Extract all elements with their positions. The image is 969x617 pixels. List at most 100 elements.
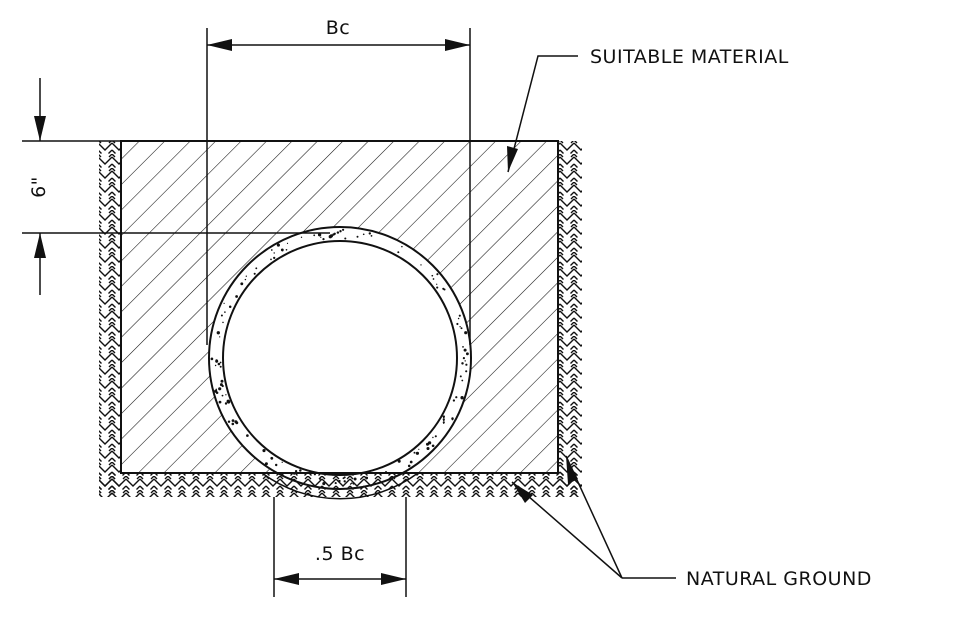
speckle-dot bbox=[234, 420, 238, 424]
speckle-dot bbox=[293, 473, 295, 476]
speckle-dot bbox=[349, 483, 352, 485]
speckle-dot bbox=[222, 321, 224, 324]
cover-dimension: 6" bbox=[22, 78, 330, 295]
speckle-dot bbox=[353, 477, 357, 481]
speckle-dot bbox=[397, 251, 400, 254]
speckle-dot bbox=[320, 236, 322, 238]
half-bc-label: .5 Bc bbox=[315, 543, 365, 565]
speckle-dot bbox=[359, 478, 362, 480]
speckle-dot bbox=[426, 446, 430, 451]
speckle-dot bbox=[413, 451, 416, 454]
speckle-dot bbox=[415, 451, 420, 455]
speckle-dot bbox=[227, 420, 231, 423]
speckle-dot bbox=[338, 479, 341, 483]
speckle-dot bbox=[401, 245, 403, 248]
speckle-dot bbox=[245, 275, 247, 277]
natural-ground-callout: NATURAL GROUND bbox=[511, 455, 871, 590]
speckle-dot bbox=[384, 471, 388, 474]
speckle-dot bbox=[465, 352, 469, 356]
half-bc-dimension: .5 Bc bbox=[273, 497, 407, 597]
speckle-dot bbox=[460, 327, 463, 330]
speckle-dot bbox=[231, 419, 235, 422]
speckle-dot bbox=[313, 234, 316, 237]
speckle-dot bbox=[342, 228, 345, 231]
speckle-dot bbox=[434, 435, 437, 438]
speckle-dot bbox=[228, 305, 232, 309]
speckle-dot bbox=[432, 436, 434, 439]
speckle-dot bbox=[299, 469, 302, 472]
cover-depth-label: 6" bbox=[28, 176, 50, 198]
speckle-dot bbox=[459, 375, 462, 378]
speckle-dot bbox=[459, 326, 461, 328]
speckle-dot bbox=[333, 232, 336, 235]
speckle-dot bbox=[264, 462, 268, 466]
speckle-dot bbox=[215, 388, 218, 391]
speckle-dot bbox=[457, 317, 460, 320]
speckle-dot bbox=[351, 482, 353, 484]
bedding-arc bbox=[261, 472, 419, 500]
speckle-dot bbox=[420, 264, 422, 266]
speckle-dot bbox=[356, 235, 359, 238]
speckle-dot bbox=[464, 331, 468, 335]
speckle-dot bbox=[221, 394, 224, 397]
speckle-dot bbox=[217, 362, 221, 366]
speckle-dot bbox=[231, 422, 235, 426]
speckle-dot bbox=[334, 482, 337, 485]
trench-outline bbox=[120, 140, 559, 474]
speckle-dot bbox=[226, 400, 231, 404]
speckle-dot bbox=[294, 470, 298, 473]
speckle-dot bbox=[235, 295, 238, 298]
speckle-dot bbox=[274, 463, 278, 467]
speckle-dot bbox=[368, 232, 371, 235]
speckle-dot bbox=[276, 243, 280, 247]
speckle-dot bbox=[342, 477, 345, 480]
speckle-dot bbox=[218, 387, 222, 391]
speckle-dot bbox=[344, 237, 347, 240]
speckle-dot bbox=[218, 400, 222, 404]
speckle-dot bbox=[246, 434, 249, 437]
speckle-dot bbox=[270, 258, 272, 261]
speckle-dot bbox=[451, 418, 454, 421]
speckle-dot bbox=[244, 278, 247, 281]
speckle-dot bbox=[300, 236, 303, 238]
bc-label: Bc bbox=[326, 17, 350, 39]
speckle-dot bbox=[280, 248, 284, 252]
speckle-dot bbox=[219, 336, 221, 338]
pipe bbox=[208, 226, 472, 490]
speckle-dot bbox=[397, 459, 401, 463]
speckle-dot bbox=[425, 442, 430, 446]
speckle-dot bbox=[319, 477, 321, 480]
speckle-dot bbox=[461, 379, 464, 382]
speckle-dot bbox=[436, 273, 439, 276]
speckle-dot bbox=[285, 248, 288, 251]
speckle-dot bbox=[464, 349, 467, 352]
speckle-dot bbox=[270, 456, 274, 460]
speckle-dot bbox=[223, 302, 225, 305]
speckle-dot bbox=[322, 238, 325, 241]
backfill-hatching bbox=[121, 141, 558, 473]
speckle-dot bbox=[225, 394, 227, 396]
speckle-dot bbox=[216, 331, 220, 335]
speckle-dot bbox=[255, 267, 258, 270]
speckle-dot bbox=[220, 379, 224, 383]
speckle-dot bbox=[286, 242, 289, 245]
speckle-dot bbox=[460, 396, 464, 400]
speckle-dot bbox=[443, 422, 445, 424]
speckle-dot bbox=[220, 314, 223, 317]
speckle-dot bbox=[362, 233, 365, 236]
pipe-wall-speckle bbox=[210, 228, 469, 486]
suitable-material-label: SUITABLE MATERIAL bbox=[590, 46, 789, 68]
speckle-dot bbox=[214, 389, 218, 393]
speckle-dot bbox=[219, 383, 223, 387]
speckle-dot bbox=[436, 286, 439, 289]
speckle-dot bbox=[431, 274, 434, 277]
speckle-dot bbox=[352, 482, 355, 485]
speckle-dot bbox=[461, 362, 464, 365]
natural-ground-hatching bbox=[99, 141, 582, 497]
bc-dimension: Bc bbox=[206, 17, 471, 345]
speckle-dot bbox=[436, 283, 438, 285]
speckle-dot bbox=[339, 230, 342, 233]
speckle-dot bbox=[343, 480, 346, 483]
speckle-dot bbox=[409, 460, 413, 464]
